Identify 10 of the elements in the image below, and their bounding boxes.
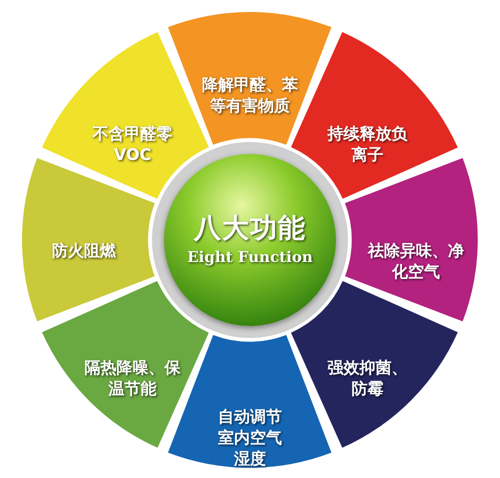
segment-label: 持续释放负离子 bbox=[326, 122, 408, 165]
segment-label: 降解甲醛、苯等有害物质 bbox=[200, 74, 299, 116]
segment-label: 自动调节室内空气湿度 bbox=[216, 406, 283, 469]
center-subtitle: Eight Function bbox=[186, 248, 314, 266]
segment-label: 隔热降噪、保温节能 bbox=[84, 357, 182, 400]
segment-label: 祛除异味、净化空气 bbox=[366, 240, 465, 282]
segment-label: 防火阻燃 bbox=[51, 240, 117, 261]
center-title: 八大功能 bbox=[192, 212, 307, 246]
segment-label: 不含甲醛零 VOC bbox=[91, 122, 174, 165]
segment-label: 强效抑菌、防霉 bbox=[327, 357, 408, 400]
